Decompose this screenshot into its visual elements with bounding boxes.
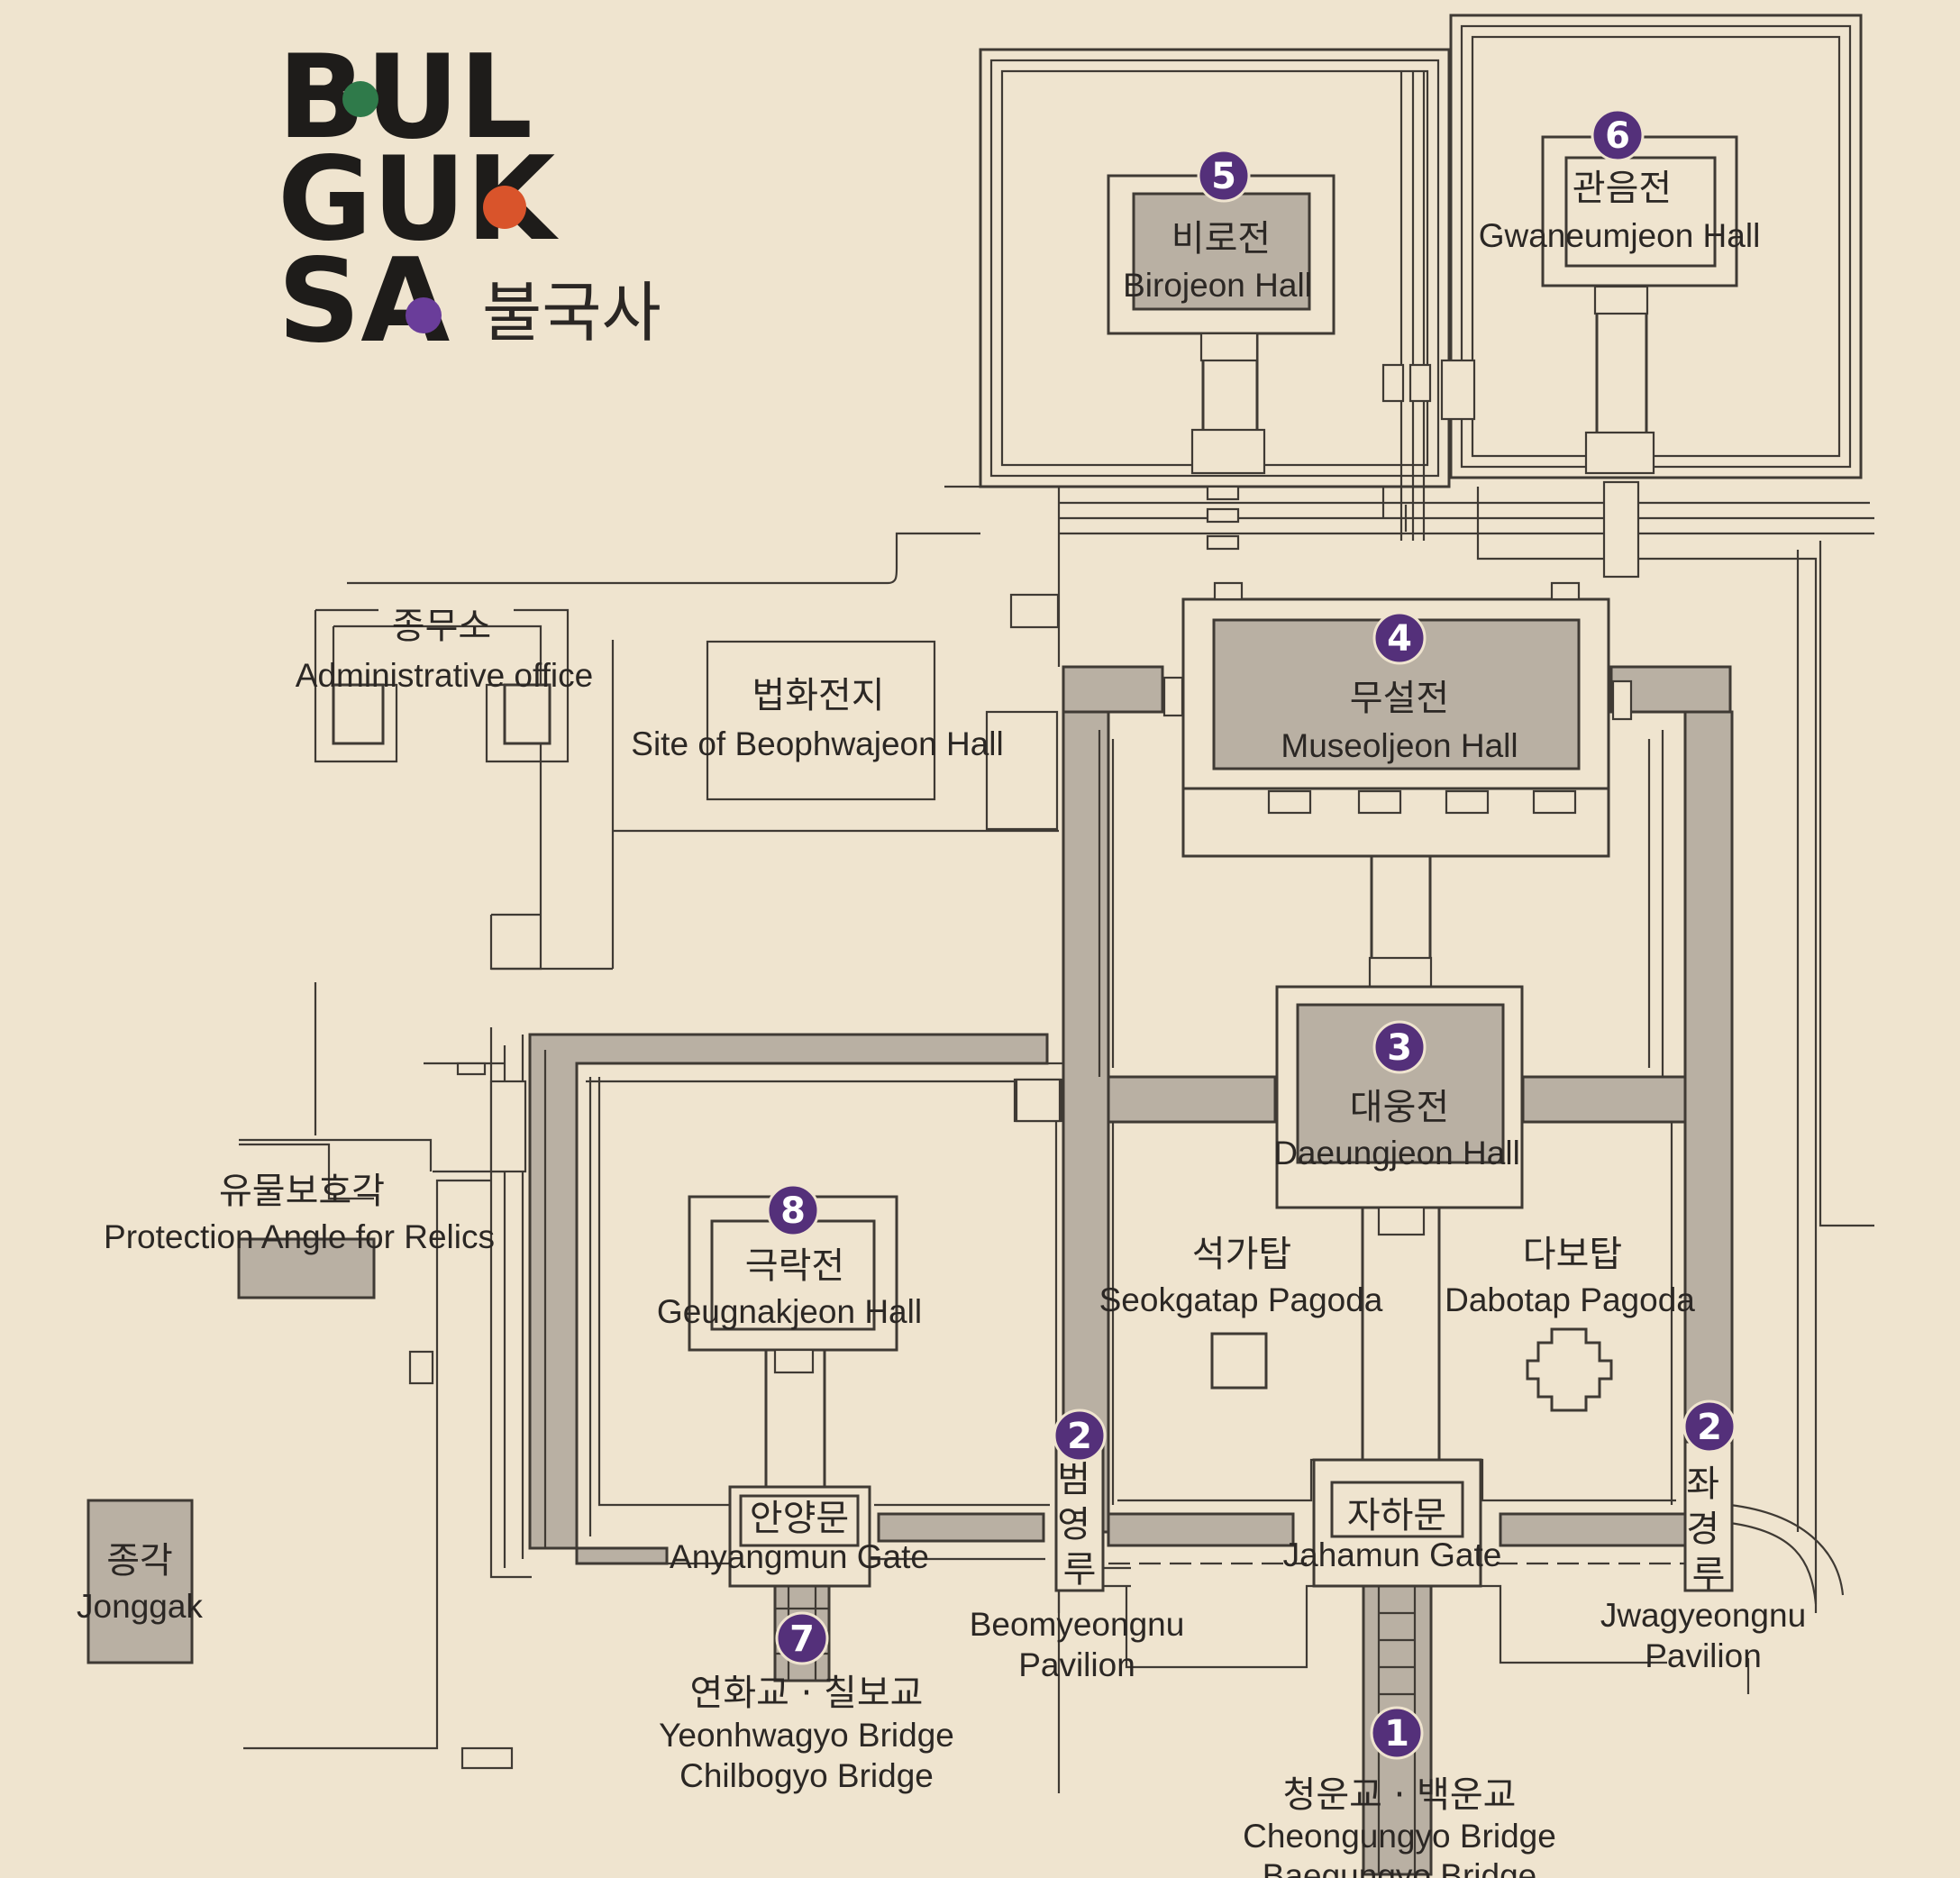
svg-text:2: 2 — [1067, 1416, 1092, 1457]
beophwajeon-label-en: Site of Beophwajeon Hall — [631, 725, 1003, 762]
jwagyeongnu-char-2: 경 — [1686, 1509, 1719, 1550]
beomyeongnu-label-en-2: Pavilion — [1018, 1646, 1135, 1683]
relics-label-en: Protection Angle for Relics — [104, 1218, 495, 1255]
dabotap-label-ko: 다보탑 — [1523, 1234, 1622, 1275]
birojeon-hall: 비로전 Birojeon Hall — [1107, 174, 1336, 551]
svg-text:2: 2 — [1697, 1407, 1722, 1448]
gwaneumjeon-label-ko: 관음전 — [1573, 168, 1672, 209]
marker-3: 3 — [1372, 1020, 1427, 1074]
jwagyeongnu-label-en-2: Pavilion — [1645, 1637, 1762, 1674]
gwaneumjeon-label-en: Gwaneumjeon Hall — [1479, 217, 1761, 254]
logo-grape-icon — [406, 297, 442, 333]
beophwajeon-site: 법화전지 Site of Beophwajeon Hall — [631, 640, 1004, 801]
anyangmun-label-ko: 안양문 — [750, 1498, 849, 1539]
svg-text:6: 6 — [1605, 115, 1630, 157]
marker-2-right: 2 — [1682, 1399, 1737, 1454]
svg-text:3: 3 — [1387, 1027, 1412, 1069]
geugnakjeon-label-ko: 극락전 — [745, 1245, 844, 1287]
cheongungyo-label-ko: 청운교 · 백운교 — [1283, 1774, 1517, 1816]
yeonhwagyo-label-ko: 연화교 · 칠보교 — [690, 1673, 924, 1714]
yeonhwagyo-label-en-2: Chilbogyo Bridge — [679, 1757, 934, 1794]
beomyeongnu-char-2: 영 — [1057, 1504, 1090, 1545]
bulguksa-logo: BUL GUK SA 불국사 — [278, 31, 661, 369]
cheongungyo-label-en-2: Baegungyo Bridge — [1263, 1857, 1536, 1878]
marker-7: 7 — [775, 1611, 829, 1665]
beomyeongnu-pavilion: 범 영 루 Beomyeongnu Pavilion — [970, 1436, 1185, 1683]
anyangmun-gate: 안양문 Anyangmun Gate — [670, 1485, 929, 1682]
beophwajeon-label-ko: 법화전지 — [752, 675, 884, 716]
jahamun-label-ko: 자하문 — [1347, 1495, 1446, 1536]
yeonhwagyo-chilbogyo-bridge: 연화교 · 칠보교 Yeonhwagyo Bridge Chilbogyo Br… — [659, 1673, 954, 1794]
beomyeongnu-label-en-1: Beomyeongnu — [970, 1606, 1185, 1643]
marker-2-left: 2 — [1053, 1408, 1107, 1463]
logo-leaf-icon — [342, 81, 378, 117]
jwagyeongnu-label-ko: 좌 경 루 — [1686, 1463, 1731, 1595]
marker-4: 4 — [1372, 611, 1427, 665]
relics-label-ko: 유물보호각 — [219, 1171, 385, 1212]
jwagyeongnu-char-1: 좌 — [1686, 1463, 1719, 1505]
daeungjeon-label-ko: 대웅전 — [1350, 1087, 1449, 1128]
central-precinct — [1009, 487, 1845, 1694]
svg-text:8: 8 — [780, 1190, 806, 1232]
marker-6: 6 — [1591, 108, 1645, 162]
jwagyeongnu-pavilion: 좌 경 루 Jwagyeongnu Pavilion — [1600, 1440, 1806, 1674]
museoljeon-hall: 무설전 Museoljeon Hall — [1181, 581, 1610, 989]
marker-1: 1 — [1370, 1706, 1424, 1760]
logo-korean: 불국사 — [482, 275, 661, 351]
jahamun-label-en: Jahamun Gate — [1283, 1536, 1502, 1573]
geugnakjeon-label-en: Geugnakjeon Hall — [657, 1293, 922, 1330]
daeungjeon-label-en: Daeungjeon Hall — [1273, 1135, 1520, 1171]
beomyeongnu-char-1: 범 — [1057, 1459, 1090, 1500]
seokgatap-label-ko: 석가탑 — [1192, 1234, 1291, 1275]
yeonhwagyo-label-en-1: Yeonhwagyo Bridge — [659, 1717, 954, 1754]
jwagyeongnu-char-3: 루 — [1692, 1554, 1726, 1595]
cheongungyo-label-en-1: Cheongungyo Bridge — [1243, 1818, 1556, 1855]
admin-label-ko: 종무소 — [392, 606, 491, 647]
relics-protection-hall: 유물보호각 Protection Angle for Relics — [104, 1138, 495, 1299]
admin-label-en: Administrative office — [296, 657, 593, 694]
geugnakjeon-hall: 극락전 Geugnakjeon Hall — [657, 1195, 922, 1496]
seokgatap-pagoda: 석가탑 Seokgatap Pagoda — [1099, 1234, 1383, 1390]
birojeon-label-ko: 비로전 — [1171, 218, 1271, 260]
jwagyeongnu-label-en-1: Jwagyeongnu — [1600, 1597, 1806, 1634]
cheongungyo-baegungyo-bridge: 청운교 · 백운교 Cheongungyo Bridge Baegungyo B… — [1243, 1774, 1556, 1878]
svg-text:1: 1 — [1384, 1713, 1409, 1755]
daeungjeon-hall: 대웅전 Daeungjeon Hall — [1273, 985, 1524, 1462]
anyangmun-label-en: Anyangmun Gate — [670, 1538, 929, 1575]
museoljeon-label-en: Museoljeon Hall — [1281, 727, 1518, 764]
dabotap-label-en: Dabotap Pagoda — [1445, 1281, 1695, 1318]
gwaneumjeon-hall: 관음전 Gwaneumjeon Hall — [1479, 135, 1761, 579]
logo-flower-icon — [483, 186, 526, 229]
svg-text:4: 4 — [1387, 618, 1412, 660]
jonggak-label-ko: 종각 — [106, 1540, 173, 1582]
beomyeongnu-char-3: 루 — [1063, 1549, 1097, 1591]
beomyeongnu-label-ko: 범 영 루 — [1057, 1459, 1102, 1591]
logo-line-1: BUL — [278, 31, 533, 165]
dabotap-pagoda: 다보탑 Dabotap Pagoda — [1445, 1234, 1695, 1412]
seokgatap-label-en: Seokgatap Pagoda — [1099, 1281, 1383, 1318]
marker-8: 8 — [766, 1183, 820, 1237]
jonggak-bell-pavilion: 종각 Jonggak — [77, 1499, 203, 1664]
marker-5: 5 — [1197, 149, 1251, 203]
administrative-office: 종무소 Administrative office — [296, 606, 613, 971]
museoljeon-label-ko: 무설전 — [1350, 678, 1449, 719]
jonggak-label-en: Jonggak — [77, 1588, 203, 1625]
birojeon-label-en: Birojeon Hall — [1123, 267, 1312, 304]
svg-text:5: 5 — [1211, 156, 1236, 197]
svg-text:7: 7 — [789, 1618, 815, 1660]
